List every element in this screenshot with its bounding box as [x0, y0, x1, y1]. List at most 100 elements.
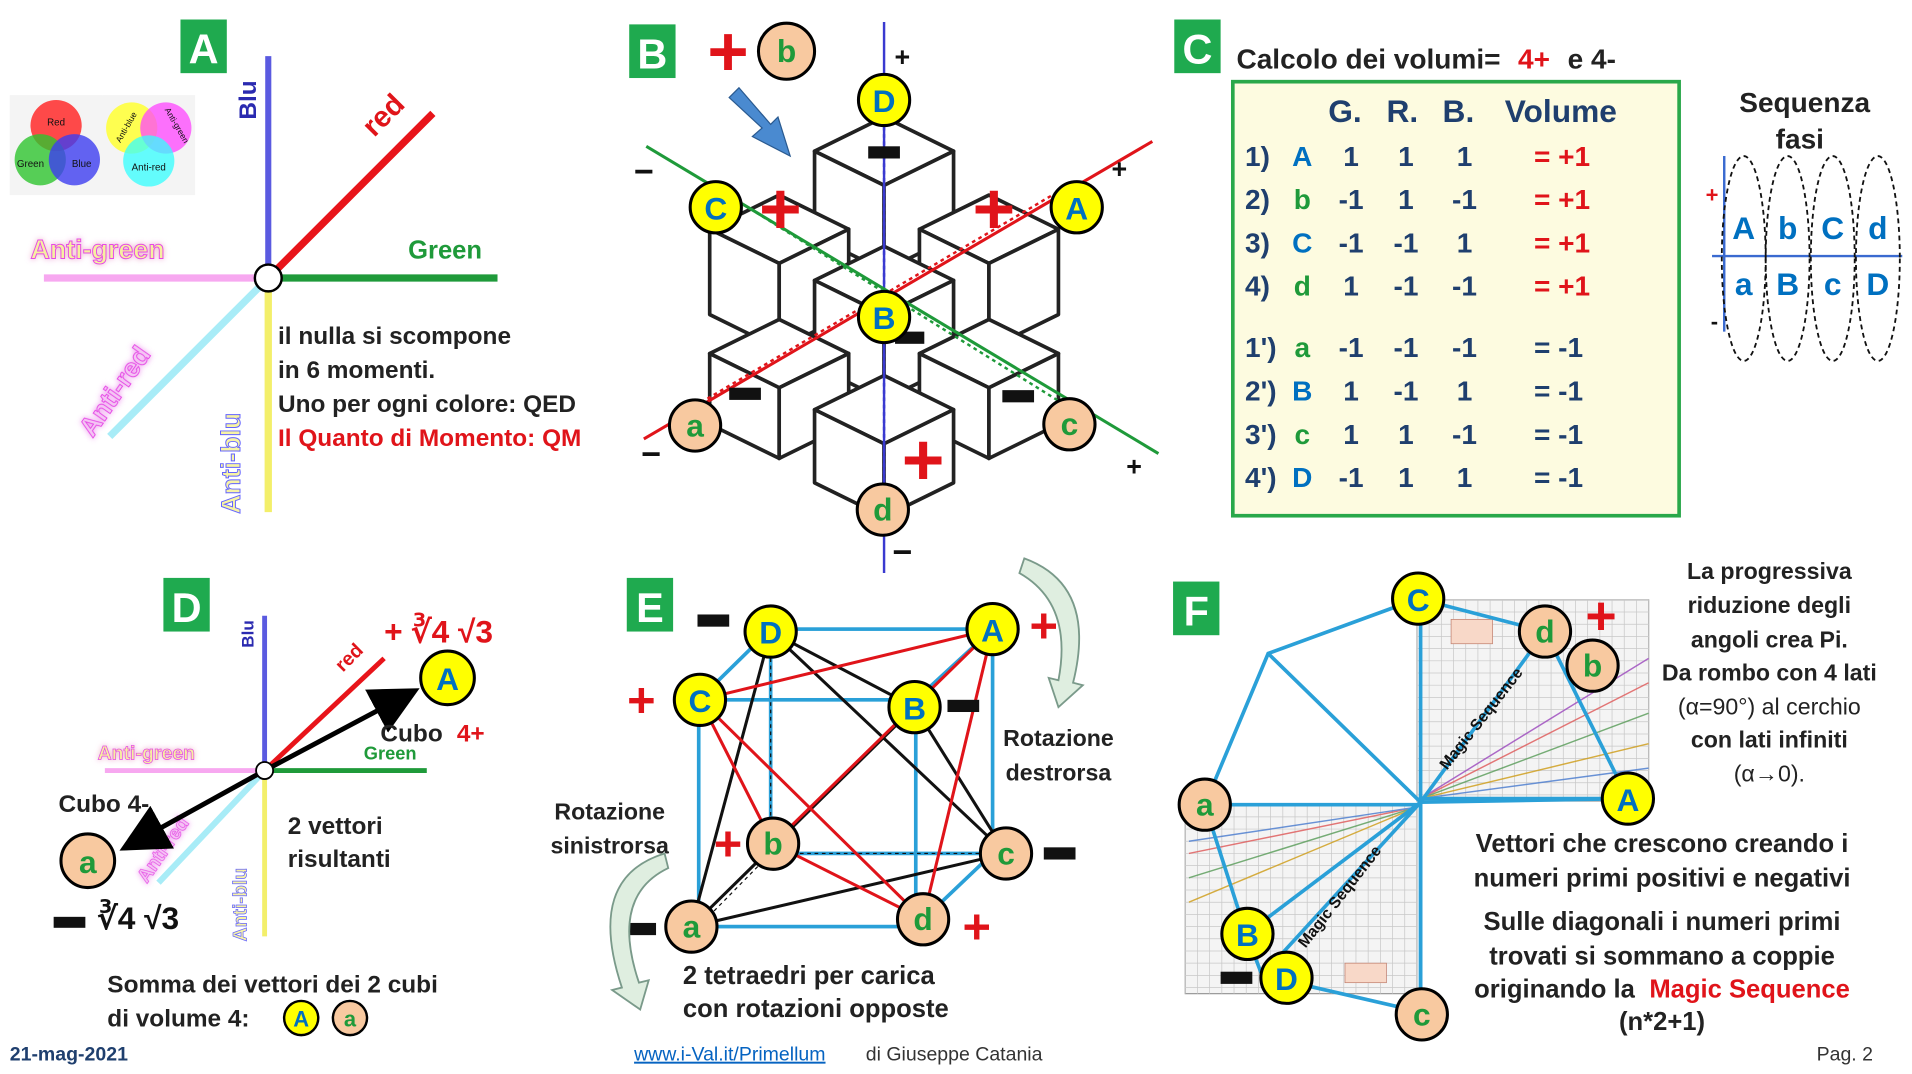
d-label-red: red	[331, 639, 368, 676]
footer-date: 21-mag-2021	[10, 1044, 128, 1066]
panel-c: C Calcolo dei volumi= 4+ e 4- G. R. B. V…	[1174, 19, 1903, 518]
e-node-a: a	[683, 909, 701, 945]
c-row-g: -1	[1339, 184, 1364, 215]
f-note-6: con lati infiniti	[1691, 726, 1848, 752]
c-row-g: 1	[1343, 376, 1359, 407]
label-anti-green: Anti-green	[31, 234, 165, 264]
venn-anti-red-label: Anti-red	[132, 163, 166, 174]
seq-plus: +	[1706, 182, 1719, 207]
e-plus-C: +	[627, 674, 655, 728]
a-text-2: in 6 momenti.	[278, 357, 435, 384]
b-sign-left-bottom: −	[641, 436, 661, 474]
d-somma-1: Somma dei vettori dei 2 cubi	[107, 971, 438, 998]
c-table-row: 1')a-1-1-1= -1	[1245, 332, 1583, 363]
e-minus-c	[1043, 847, 1076, 860]
f-note-1: La progressiva	[1687, 558, 1853, 584]
d-cubo-plus-red: 4+	[457, 720, 485, 747]
c-row-name: B	[1292, 376, 1312, 407]
f-node-c: c	[1413, 996, 1431, 1032]
b-nodes: D C A B a c d	[667, 72, 1104, 537]
seq-bottom-letter: B	[1776, 266, 1799, 302]
e-signs: + + + +	[624, 600, 1076, 955]
e-minus-D	[697, 614, 730, 627]
f-vettori-1: Vettori che crescono creando i	[1476, 830, 1849, 858]
footer-link[interactable]: www.i-Val.it/Primellum	[633, 1044, 825, 1066]
c-row-r: 1	[1398, 141, 1414, 172]
panel-a-letter: A	[189, 25, 219, 72]
seq-top-letter: b	[1778, 210, 1797, 246]
f-minus	[1220, 971, 1253, 984]
c-row-volume: = -1	[1534, 332, 1583, 363]
b-sign-left-top: −	[634, 153, 654, 191]
e-minus-B	[947, 699, 980, 713]
seq-bottom-letter: D	[1866, 266, 1889, 302]
b-node-c: c	[1061, 406, 1079, 442]
axis-red	[265, 110, 436, 281]
f-nodes: C d b a A B D c	[1177, 571, 1656, 1042]
f-plus: +	[1585, 586, 1616, 646]
footer: 21-mag-2021 www.i-Val.it/Primellum di Gi…	[10, 1044, 1873, 1066]
f-node-a: a	[1196, 787, 1214, 823]
c-row-name: c	[1295, 419, 1311, 450]
c-row-g: -1	[1339, 227, 1364, 258]
e-rot-left-arrow	[609, 852, 670, 1011]
c-title: Calcolo dei volumi= 4+ e 4-	[1236, 43, 1615, 74]
e-rot-right-arrow	[1018, 557, 1085, 709]
c-row-volume: = +1	[1534, 141, 1590, 172]
d-minus-formula: ∛4 √3	[98, 899, 180, 936]
d-label-anti-blu: Anti-blu	[229, 868, 251, 942]
e-node-A: A	[981, 612, 1004, 648]
seq-bottom-letter: a	[1735, 266, 1753, 302]
c-header-r: R.	[1386, 93, 1418, 129]
f-vettori-2: numeri primi positivi e negativi	[1474, 864, 1851, 892]
d-minus-sign	[53, 916, 86, 928]
panel-a-text: il nulla si scompone in 6 momenti. Uno p…	[278, 323, 581, 452]
seq-top-letter: d	[1868, 210, 1887, 246]
e-plus-b: +	[714, 818, 742, 872]
e-caption-1: 2 tetraedri per carica	[683, 962, 936, 990]
seq-top-letter: A	[1732, 210, 1755, 246]
f-node-d: d	[1535, 614, 1554, 650]
c-row-b: 1	[1457, 227, 1473, 258]
f-vettori-text: Vettori che crescono creando i numeri pr…	[1474, 830, 1851, 1036]
c-row-b: -1	[1452, 419, 1477, 450]
seq-title-2: fasi	[1776, 124, 1824, 155]
c-row-index: 4)	[1245, 271, 1270, 302]
e-rot-left-1: Rotazione	[554, 798, 665, 824]
b-sign-right-top: +	[1112, 154, 1128, 184]
d-label-anti-green: Anti-green	[98, 743, 196, 765]
panel-a-letter-bg	[180, 19, 227, 74]
d-node-a: a	[79, 844, 97, 880]
d-plus-formula: + ∛4 √3	[384, 613, 493, 650]
seq-minus: -	[1711, 309, 1718, 334]
venn-green-label: Green	[17, 159, 44, 170]
f-diag-1: Sulle diagonali i numeri primi	[1484, 908, 1841, 936]
c-title-red: 4+	[1518, 43, 1550, 74]
b-node-D: D	[873, 83, 896, 119]
c-row-volume: = +1	[1534, 184, 1590, 215]
c-table-header: G. R. B. Volume	[1328, 93, 1617, 129]
f-diag-3-text: originando la	[1474, 975, 1635, 1003]
f-diag-3: originando la Magic Sequence	[1474, 975, 1850, 1003]
panel-a: A Red Green Blue Anti-blue Anti-green An…	[9, 19, 581, 514]
c-row-index: 1)	[1245, 141, 1270, 172]
c-row-b: -1	[1452, 184, 1477, 215]
c-row-b: -1	[1452, 332, 1477, 363]
c-row-index: 3)	[1245, 227, 1270, 258]
c-row-index: 3')	[1245, 419, 1277, 450]
panel-b-letter: B	[637, 30, 667, 77]
panel-c-letter: C	[1182, 25, 1212, 72]
f-note: La progressiva riduzione degli angoli cr…	[1662, 558, 1877, 786]
seq-top-letter: C	[1821, 210, 1844, 246]
e-minus-a	[624, 922, 657, 936]
f-note-5: (α=90°) al cerchio	[1678, 693, 1861, 719]
f-node-A: A	[1616, 782, 1639, 818]
c-row-b: 1	[1457, 462, 1473, 493]
c-row-name: A	[1292, 141, 1312, 172]
b-sign-top: +	[895, 42, 911, 72]
